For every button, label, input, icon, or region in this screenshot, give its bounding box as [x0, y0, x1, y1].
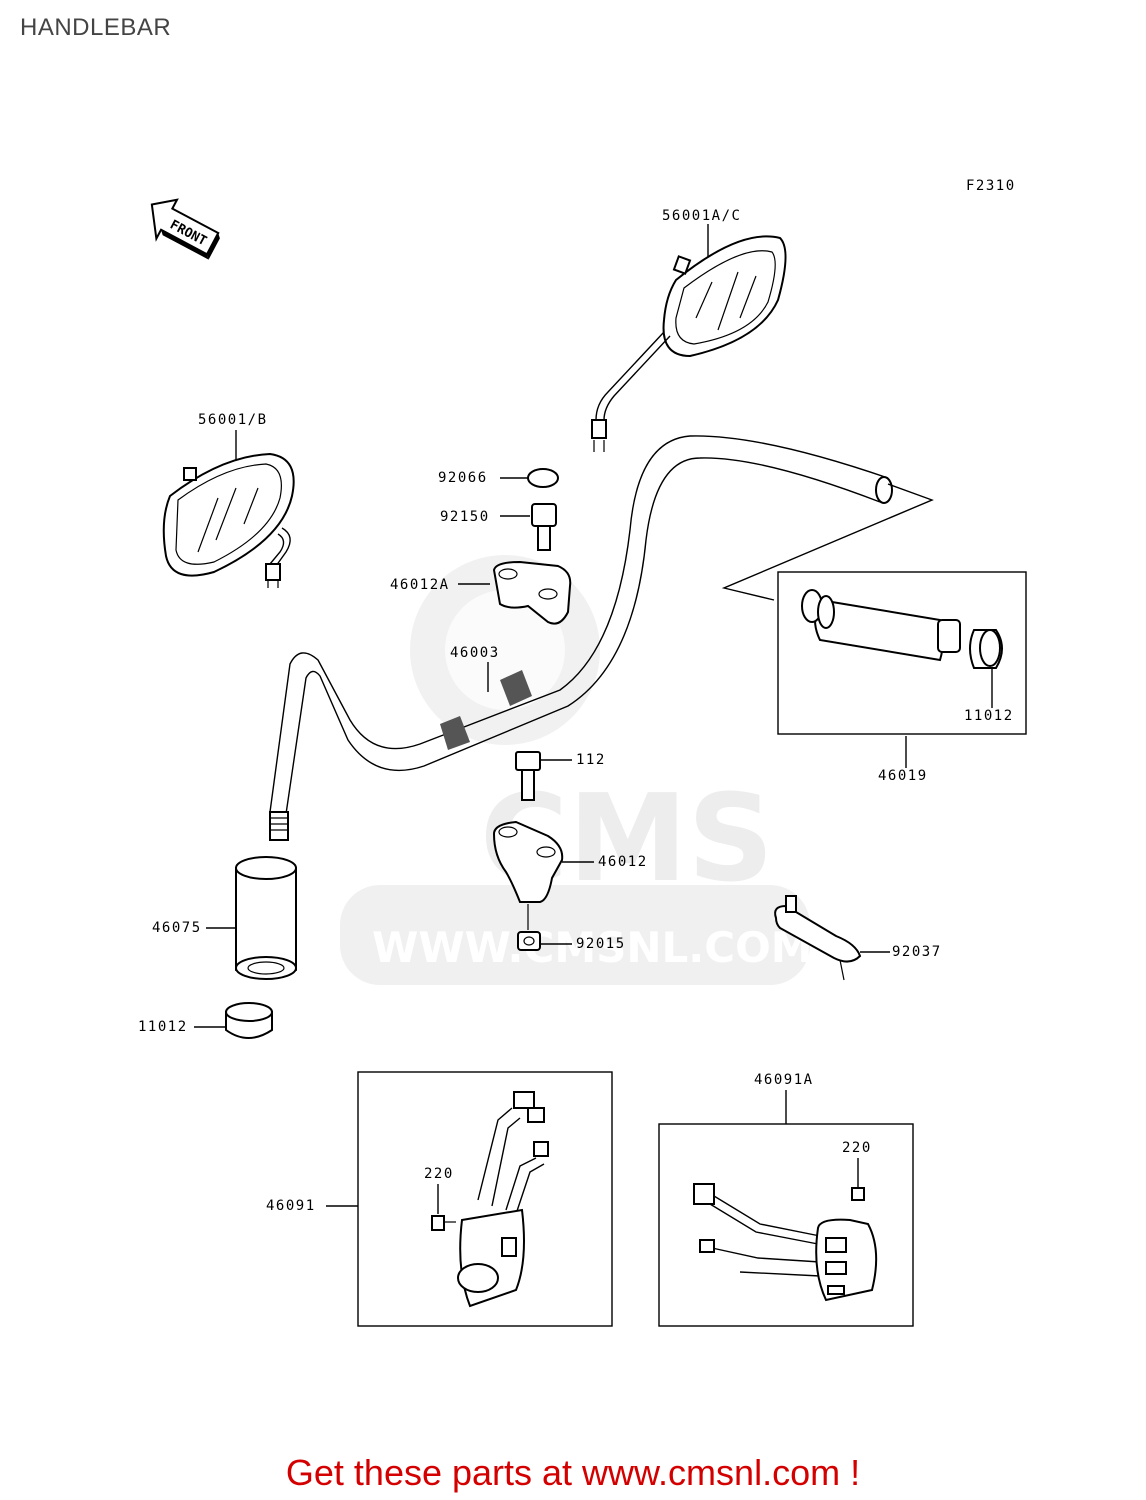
end-cap-11012-left: 11012 [138, 1002, 273, 1039]
switch-box-46091A: 46091A 220 [658, 1072, 914, 1327]
part-label-46003: 46003 [450, 645, 500, 661]
figure-code: F2310 [966, 178, 1016, 194]
bolt-112: 112 [515, 751, 606, 801]
holder-46012: 46012 [492, 820, 648, 903]
spring-92037: 92037 [774, 895, 942, 981]
part-label-92066: 92066 [438, 470, 488, 486]
nut-92015: 92015 [517, 904, 626, 952]
part-label-56001B: 56001/B [198, 412, 268, 428]
part-label-11012-left: 11012 [138, 1019, 188, 1035]
part-label-220-right: 220 [842, 1140, 872, 1156]
holder-46012A: 46012A [390, 560, 572, 625]
grip-box-46019: 11012 46019 [721, 483, 1027, 784]
part-label-46019: 46019 [878, 768, 928, 784]
grip-46075: 46075 [152, 856, 297, 980]
watermark: CMS WWW.CMSNL.COM [340, 555, 813, 985]
part-label-56001AC: 56001A/C [662, 208, 741, 224]
mirror-left: 56001/B [162, 412, 295, 588]
front-arrow-icon: FRONT [150, 198, 220, 260]
part-label-92150: 92150 [440, 509, 490, 525]
handlebar-46003: 46003 [269, 435, 893, 841]
mirror-right: 56001A/C [591, 208, 787, 452]
part-label-46091: 46091 [266, 1198, 316, 1214]
part-label-92015: 92015 [576, 936, 626, 952]
part-label-112: 112 [576, 752, 606, 768]
part-label-46091A: 46091A [754, 1072, 814, 1088]
page-title: HANDLEBAR [20, 14, 172, 41]
part-label-92037: 92037 [892, 944, 942, 960]
watermark-url-text: WWW.CMSNL.COM [372, 923, 813, 972]
cap-92066: 92066 [438, 468, 559, 488]
footer-promo-link[interactable]: Get these parts at www.cmsnl.com ! [285, 1452, 861, 1493]
part-label-11012-right: 11012 [964, 708, 1014, 724]
part-label-46012A: 46012A [390, 577, 450, 593]
handlebar-parts-diagram: CMS WWW.CMSNL.COM F2310 FRONT 56001A/C 5… [138, 178, 1027, 1327]
part-label-220-left: 220 [424, 1166, 454, 1182]
part-label-46012: 46012 [598, 854, 648, 870]
part-label-46075: 46075 [152, 920, 202, 936]
switch-box-46091: 46091 220 [266, 1071, 613, 1327]
bolt-92150: 92150 [440, 503, 557, 551]
